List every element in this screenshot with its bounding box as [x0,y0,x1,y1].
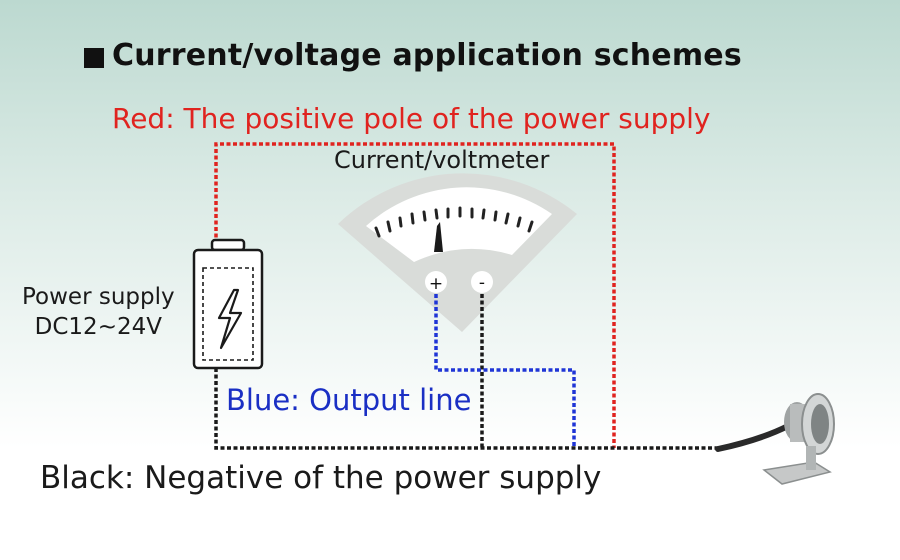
diagram-title: Current/voltage application schemes [112,38,742,73]
meter-label: Current/voltmeter [334,146,550,174]
red-wire [214,142,616,448]
terminal-plus-text: + [429,274,443,294]
power-supply-label: Power supply DC12~24V [22,282,175,342]
proximity-sensor-icon [715,393,835,485]
red-wire-label: Red: The positive pole of the power supp… [112,102,711,135]
meter-icon [338,173,577,332]
blue-wire [434,294,576,448]
battery-bolt-icon [192,238,264,370]
title-square-icon [84,48,104,68]
blue-wire-label: Blue: Output line [226,383,472,417]
power-supply-label-line1: Power supply [22,284,175,310]
terminal-minus-text: - [479,273,485,293]
black-wire [214,294,720,450]
meter-terminal-minus: - [471,271,493,293]
meter-terminal-plus: + [425,271,447,294]
power-supply-label-line2: DC12~24V [34,314,162,340]
black-wire-label: Black: Negative of the power supply [40,460,602,496]
